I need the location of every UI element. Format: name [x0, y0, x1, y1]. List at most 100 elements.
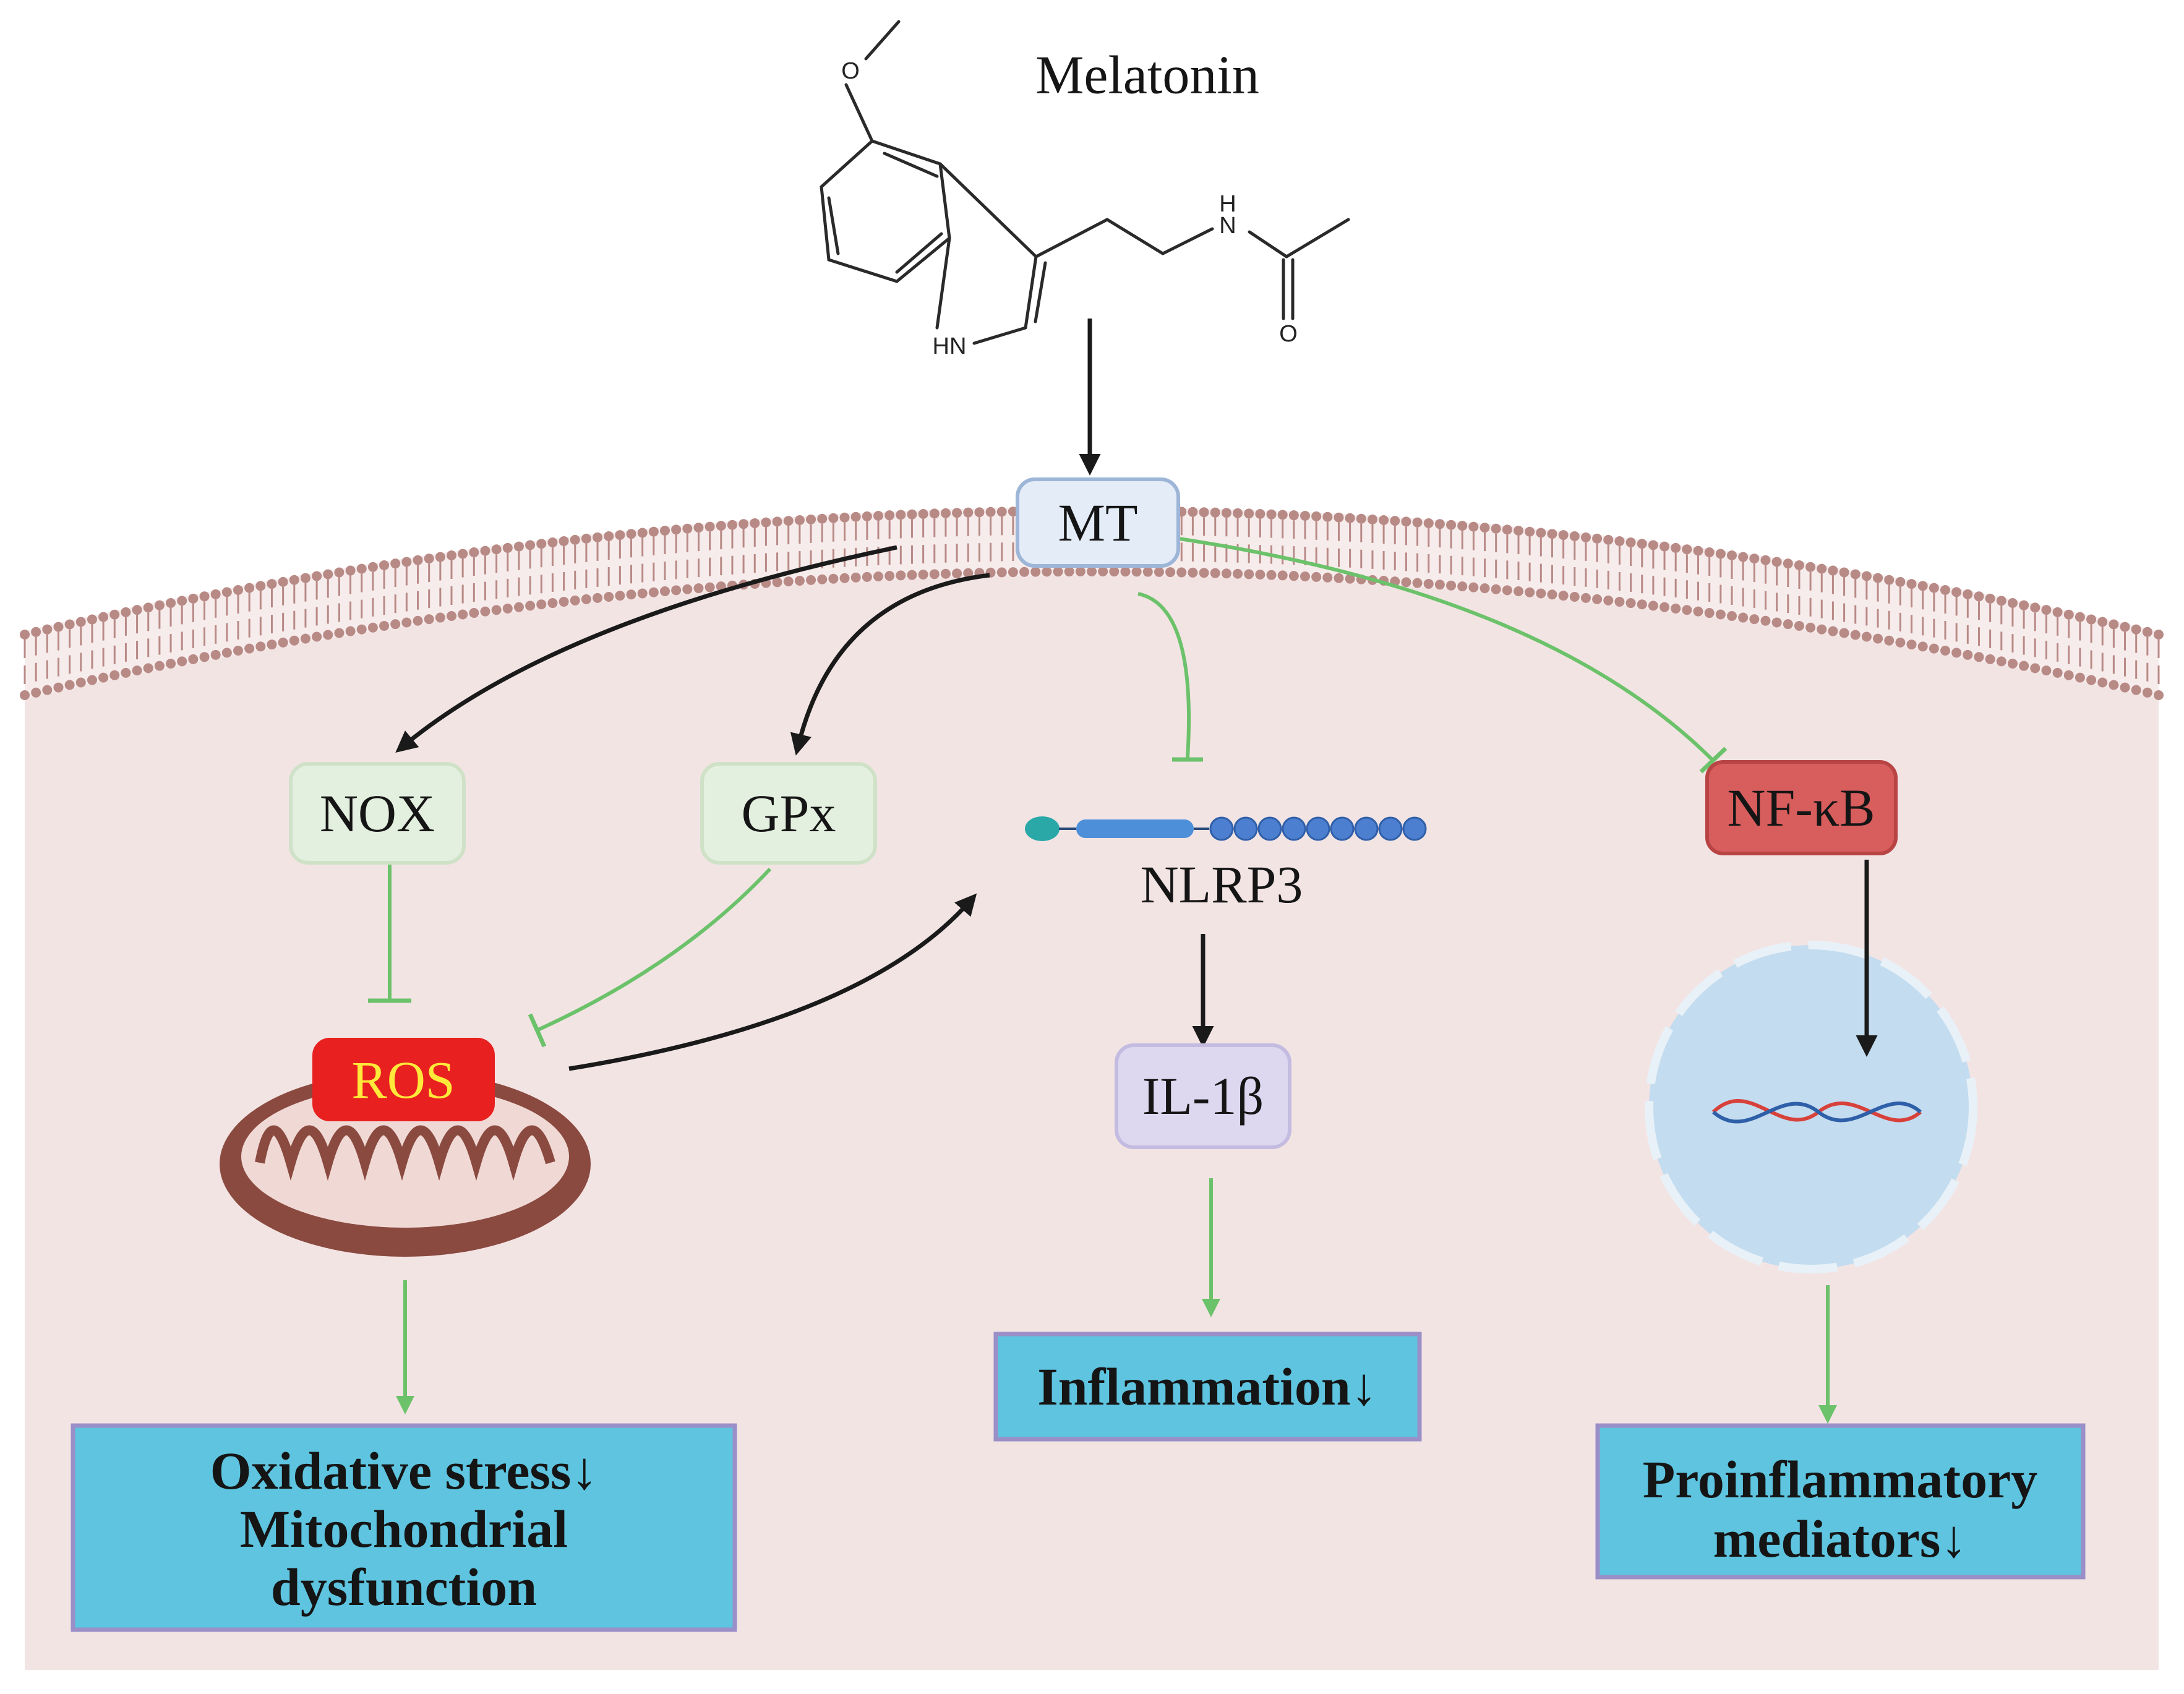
lipid-head — [1817, 624, 1827, 635]
lipid-head — [839, 512, 850, 523]
lipid-head — [593, 532, 603, 542]
lipid-head — [1266, 509, 1277, 520]
lipid-head — [1974, 652, 1984, 662]
lipid-head — [53, 622, 64, 632]
lipid-head — [1783, 619, 1793, 630]
outcome-oxidative-line3: dysfunction — [271, 1557, 537, 1617]
lipid-head — [817, 574, 828, 584]
lipid-head — [1895, 576, 1906, 587]
lipid-head — [907, 570, 917, 580]
lipid-head — [312, 571, 322, 581]
lrr-bead — [1306, 816, 1330, 841]
lipid-head — [2063, 609, 2074, 620]
lipid-head — [2086, 675, 2097, 685]
lipid-head — [750, 518, 760, 528]
lipid-head — [166, 598, 176, 609]
lipid-head — [424, 554, 434, 564]
lipid-head — [1760, 555, 1771, 565]
dna-helix-icon — [1711, 1099, 1922, 1124]
lipid-head — [413, 615, 423, 626]
lipid-head — [75, 677, 86, 688]
lipid-head — [1558, 591, 1569, 601]
lipid-head — [593, 592, 603, 603]
lipid-head — [1580, 532, 1591, 542]
lipid-head — [1514, 526, 1523, 536]
lipid-head — [1727, 611, 1737, 621]
lipid-head — [210, 589, 221, 599]
lipid-head — [1873, 573, 1883, 583]
lipid-head — [1929, 583, 1939, 593]
lipid-head — [660, 586, 670, 596]
lipid-head — [940, 568, 951, 579]
node-ros: ROS — [312, 1038, 495, 1121]
lipid-head — [682, 584, 693, 594]
lipid-head — [1525, 526, 1535, 537]
lipid-head — [1154, 567, 1164, 577]
lipid-head — [1008, 507, 1018, 517]
lipid-head — [1446, 580, 1457, 591]
lipid-head — [525, 601, 536, 611]
lipid-head — [435, 552, 445, 562]
lipid-head — [1749, 614, 1760, 625]
lipid-head — [233, 646, 243, 656]
lipid-head — [480, 545, 490, 556]
lipid-head — [626, 589, 636, 600]
lipid-head — [356, 624, 367, 635]
lipid-head — [1491, 584, 1501, 594]
lipid-head — [64, 680, 75, 690]
cytoplasm — [25, 541, 2159, 1670]
lipid-head — [2109, 680, 2119, 690]
lipid-head — [1917, 581, 1928, 591]
lipid-head — [1423, 518, 1434, 528]
lipid-head — [1075, 567, 1086, 577]
lipid-head — [671, 585, 682, 596]
lipid-head — [1547, 529, 1557, 539]
lipid-head — [615, 530, 625, 541]
lipid-head — [1625, 537, 1636, 548]
lipid-head — [1614, 596, 1625, 607]
outcome-inflammation-label: Inflammation↓ — [1037, 1357, 1377, 1416]
lipid-head — [1603, 534, 1614, 545]
lipid-head — [98, 672, 109, 683]
lipid-head — [862, 511, 872, 521]
lipid-head — [1300, 571, 1310, 581]
lipid-head — [1671, 603, 1681, 614]
lipid-head — [918, 569, 928, 580]
lrr-bead — [1354, 816, 1379, 841]
lipid-head — [806, 514, 816, 524]
lipid-head — [525, 540, 536, 550]
lipid-head — [1749, 554, 1760, 564]
lipid-head — [570, 595, 580, 605]
lipid-head — [2030, 663, 2041, 674]
lipid-head — [53, 682, 64, 693]
lipid-head — [109, 670, 120, 680]
lipid-head — [1255, 569, 1265, 580]
lipid-head — [2142, 627, 2152, 637]
lipid-head — [1996, 656, 2006, 667]
lipid-head — [300, 633, 310, 644]
lipid-head — [547, 537, 558, 548]
lipid-head — [907, 509, 917, 520]
lipid-head — [255, 581, 266, 591]
lipid-head — [1637, 599, 1647, 610]
lipid-head — [727, 520, 737, 530]
lipid-head — [940, 508, 951, 518]
lipid-head — [2154, 630, 2164, 640]
ros-label: ROS — [351, 1050, 455, 1110]
lipid-head — [267, 640, 277, 650]
lipid-head — [188, 654, 199, 664]
lipid-head — [1771, 617, 1782, 628]
lipid-head — [896, 570, 906, 581]
lipid-head — [704, 582, 715, 592]
lipid-head — [1839, 628, 1849, 638]
lipid-head — [1704, 547, 1715, 558]
lipid-head — [952, 508, 962, 518]
lipid-head — [929, 508, 940, 519]
lipid-head — [1963, 649, 1973, 660]
lipid-head — [2120, 682, 2130, 693]
lipid-head — [693, 523, 704, 533]
lipid-head — [963, 568, 974, 578]
lipid-head — [1120, 567, 1131, 577]
lipid-head — [1682, 605, 1692, 615]
lipid-head — [447, 550, 456, 560]
